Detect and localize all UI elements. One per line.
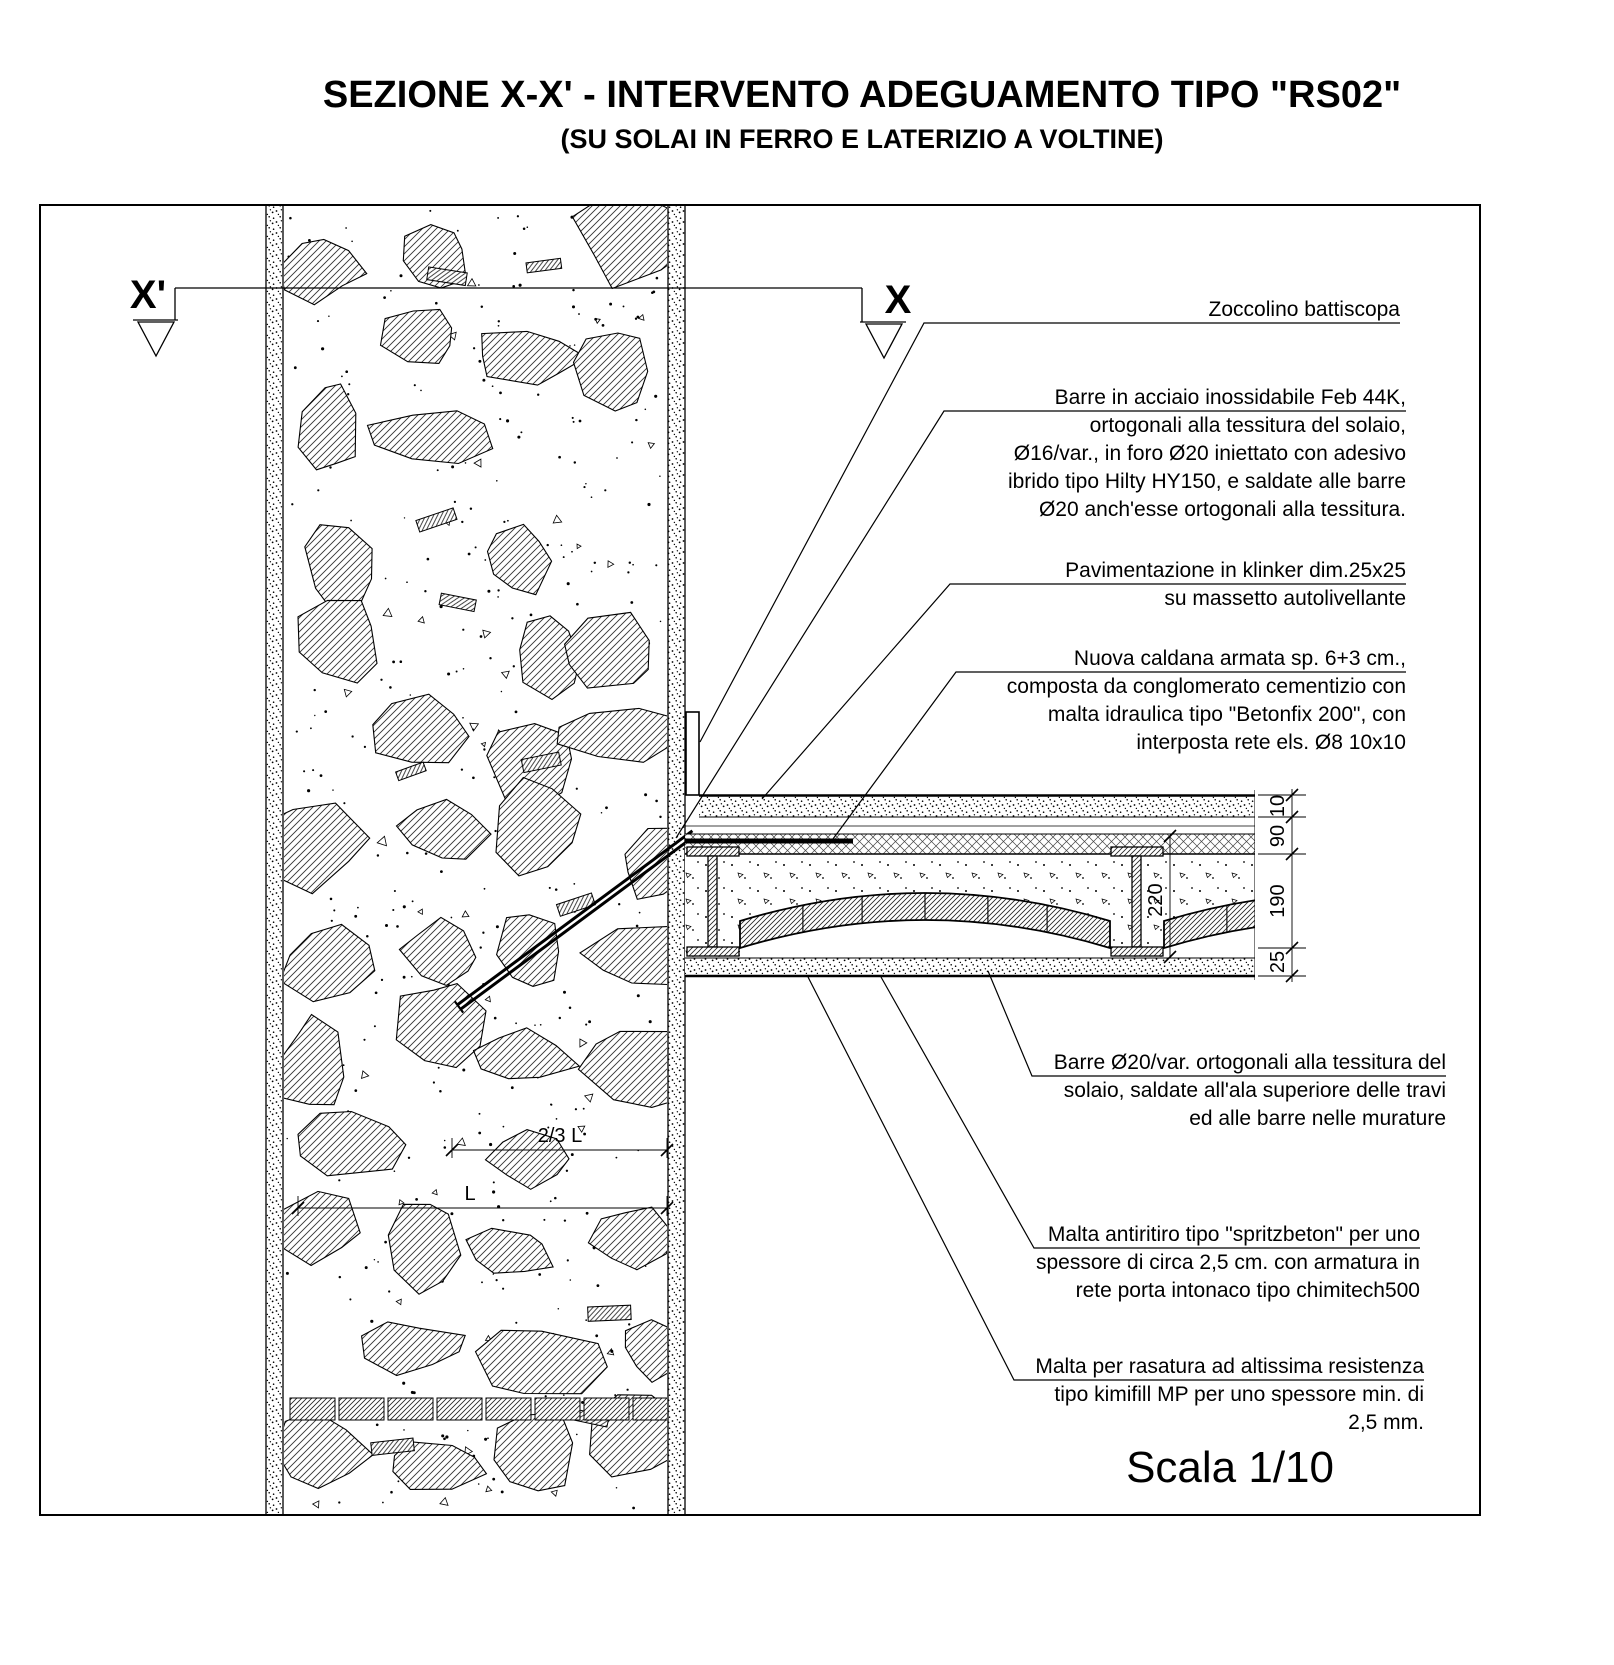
annotation-barre-o20-l1: Barre Ø20/var. ortogonali alla tessitura… bbox=[1054, 1051, 1446, 1074]
leader-malta-antiritiro bbox=[880, 976, 1420, 1249]
drawing-border bbox=[39, 204, 1481, 1516]
annotation-pavimentazione-l1: Pavimentazione in klinker dim.25x25 bbox=[1065, 559, 1406, 582]
leader-caldana bbox=[829, 671, 1406, 844]
section-line bbox=[133, 287, 906, 360]
annotation-caldana-l3: malta idraulica tipo "Betonfix 200", con bbox=[1048, 703, 1406, 726]
leader-barre-acciaio bbox=[675, 410, 1406, 839]
dim-label-L: L bbox=[464, 1183, 475, 1205]
annotation-caldana-l2: composta da conglomerato cementizio con bbox=[1007, 675, 1406, 698]
dim-label-10: 10 bbox=[1267, 795, 1289, 817]
steel-i-beams bbox=[686, 846, 1164, 957]
annotation-barre-acciaio-l3: Ø16/var., in foro Ø20 iniettato con ades… bbox=[1014, 442, 1406, 465]
annotation-malta-antiritiro-l1: Malta antiritiro tipo "spritzbeton" per … bbox=[1048, 1223, 1420, 1246]
dim-label-190: 190 bbox=[1267, 884, 1289, 917]
wall-plaster-right bbox=[668, 206, 685, 1514]
skirting-zoccolino bbox=[685, 711, 700, 796]
inner-dimension-220 bbox=[1163, 829, 1177, 964]
annotation-barre-acciaio-l2: ortogonali alla tessitura del solaio, bbox=[1090, 414, 1406, 437]
leader-pavimentazione bbox=[761, 583, 1406, 800]
annotation-barre-acciaio-l1: Barre in acciaio inossidabile Feb 44K, bbox=[1055, 386, 1406, 409]
rubble-stone-fill bbox=[284, 206, 667, 1510]
annotation-barre-acciaio-l4: ibrido tipo Hilty HY150, e saldate alle … bbox=[1008, 470, 1406, 493]
steel-anchor-bar bbox=[453, 829, 697, 1014]
annotation-malta-antiritiro-l2: spessore di circa 2,5 cm. con armatura i… bbox=[1036, 1251, 1420, 1274]
annotation-barre-o20-l3: ed alle barre nelle murature bbox=[1189, 1107, 1446, 1130]
dim-label-25: 25 bbox=[1267, 951, 1289, 973]
annotation-malta-rasatura-l3: 2,5 mm. bbox=[1348, 1411, 1424, 1434]
brick-voltine-vaults bbox=[739, 892, 1255, 958]
section-marker-right: X bbox=[885, 278, 912, 322]
wall-plaster-left bbox=[266, 206, 283, 1514]
section-marker-left: X' bbox=[130, 273, 166, 317]
floor-assembly bbox=[685, 711, 1255, 980]
masonry-wall bbox=[265, 206, 686, 1514]
annotation-barre-o20-l2: solaio, saldate all'ala superiore delle … bbox=[1064, 1079, 1446, 1102]
annotation-caldana-l1: Nuova caldana armata sp. 6+3 cm., bbox=[1074, 647, 1406, 670]
annotation-barre-acciaio-l5: Ø20 anch'esse ortogonali alla tessitura. bbox=[1039, 498, 1406, 521]
dim-label-two-thirds-L: 2/3 L bbox=[538, 1125, 582, 1147]
leader-barre-o20 bbox=[987, 970, 1446, 1077]
annotation-zoccolino: Zoccolino battiscopa bbox=[1209, 298, 1401, 321]
page-subtitle: (SU SOLAI IN FERRO E LATERIZIO A VOLTINE… bbox=[561, 124, 1164, 154]
leader-zoccolino bbox=[699, 322, 1400, 743]
annotation-malta-rasatura-l1: Malta per rasatura ad altissima resisten… bbox=[1035, 1355, 1424, 1378]
annotation-malta-rasatura-l2: tipo kimifill MP per uno spessore min. d… bbox=[1054, 1383, 1424, 1406]
scale-label: Scala 1/10 bbox=[1126, 1443, 1334, 1492]
wall-dimensions bbox=[291, 1138, 674, 1216]
annotation-pavimentazione-l2: su massetto autolivellante bbox=[1164, 587, 1406, 610]
leader-lines bbox=[675, 322, 1446, 1381]
annotations: Zoccolino battiscopa Barre in acciaio in… bbox=[1007, 298, 1446, 1434]
annotation-caldana-l4: interposta rete els. Ø8 10x10 bbox=[1136, 731, 1406, 754]
klinker-pavement bbox=[699, 796, 1255, 817]
wall-face-lines bbox=[265, 206, 686, 1514]
spritzbeton-band bbox=[685, 958, 1255, 976]
right-dimension-chain bbox=[1258, 788, 1306, 983]
dim-label-90: 90 bbox=[1267, 825, 1289, 847]
page-title: SEZIONE X-X' - INTERVENTO ADEGUAMENTO TI… bbox=[323, 74, 1401, 116]
annotation-malta-antiritiro-l3: rete porta intonaco tipo chimitech500 bbox=[1076, 1279, 1420, 1302]
dim-label-220: 220 bbox=[1145, 883, 1167, 916]
leader-malta-rasatura bbox=[807, 976, 1424, 1381]
